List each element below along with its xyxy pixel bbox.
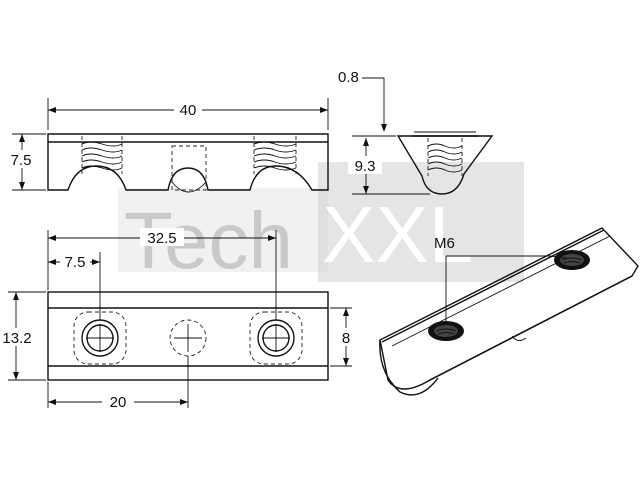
watermark-text-xxl: XXL (322, 190, 473, 279)
side-view: 0.8 9.3 (338, 69, 494, 195)
center-hole (169, 319, 207, 357)
side-thread-hatch (427, 138, 463, 176)
watermark: Tech XXL (118, 162, 524, 285)
dim-center-distance: 20 (110, 394, 127, 411)
right-thread-hatch (253, 136, 297, 174)
dim-top-length: 40 (180, 102, 197, 119)
thread-leader-back (446, 255, 567, 259)
dim-plan-inner-width: 8 (342, 330, 350, 347)
iso-body-outline (379, 227, 639, 390)
left-thread-hatch (81, 136, 123, 174)
dim-plan-width: 13.2 (2, 330, 31, 347)
center-hidden-hole (171, 145, 207, 191)
isometric-view: M6 (379, 227, 639, 396)
thread-label: M6 (434, 235, 455, 252)
iso-hole-front (428, 321, 464, 341)
dim-side-height: 9.3 (355, 158, 376, 175)
watermark-box (318, 162, 524, 282)
plan-view: 32.5 7.5 13.2 8 20 (2, 228, 354, 411)
iso-ball (511, 335, 527, 341)
side-body-outline (396, 135, 494, 195)
front-view: 40 7.5 (6, 98, 329, 193)
center-ball (171, 181, 207, 193)
dim-hole-offset: 7.5 (65, 254, 86, 271)
iso-end-curve (379, 339, 439, 396)
dim-top-height: 7.5 (11, 152, 32, 169)
iso-hole-back (554, 250, 590, 270)
dim-side-offset: 0.8 (338, 69, 359, 86)
dim-hole-spacing: 32.5 (147, 230, 176, 247)
